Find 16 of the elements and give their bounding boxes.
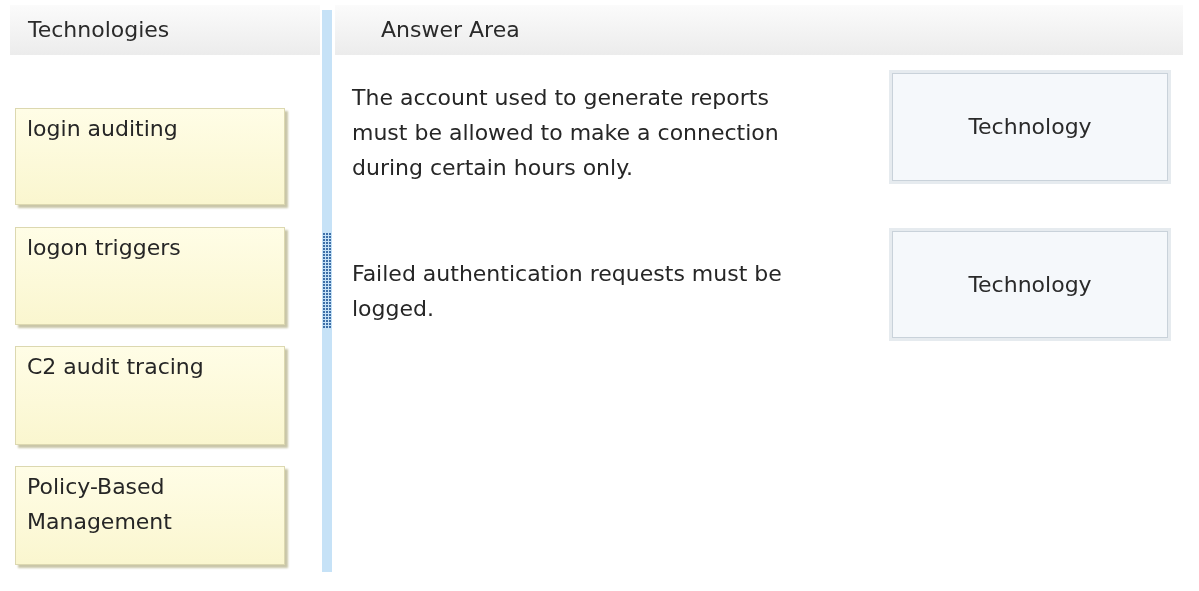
drop-target bbox=[889, 70, 1171, 184]
requirement-text: Failed authentication requests must be logged. bbox=[352, 260, 783, 323]
choice-label: Policy-Based Management bbox=[27, 473, 173, 536]
choice-label: C2 audit tracing bbox=[27, 353, 205, 381]
draggable-choice bbox=[15, 227, 285, 325]
section-heading: Answer Area bbox=[381, 19, 520, 41]
drop-target bbox=[889, 228, 1171, 341]
placeholder-text: Technology bbox=[968, 116, 1092, 138]
draggable-choice bbox=[15, 108, 285, 205]
draggable-choice bbox=[15, 466, 285, 565]
choice-label: logon triggers bbox=[27, 234, 182, 262]
requirement-text: The account used to generate reports must be allowed to make a connection during certain hours only. bbox=[352, 84, 780, 182]
section-heading: Technologies bbox=[28, 19, 170, 41]
draggable-choice bbox=[15, 346, 285, 445]
choice-label: login auditing bbox=[27, 115, 179, 143]
placeholder-text: Technology bbox=[968, 273, 1092, 296]
